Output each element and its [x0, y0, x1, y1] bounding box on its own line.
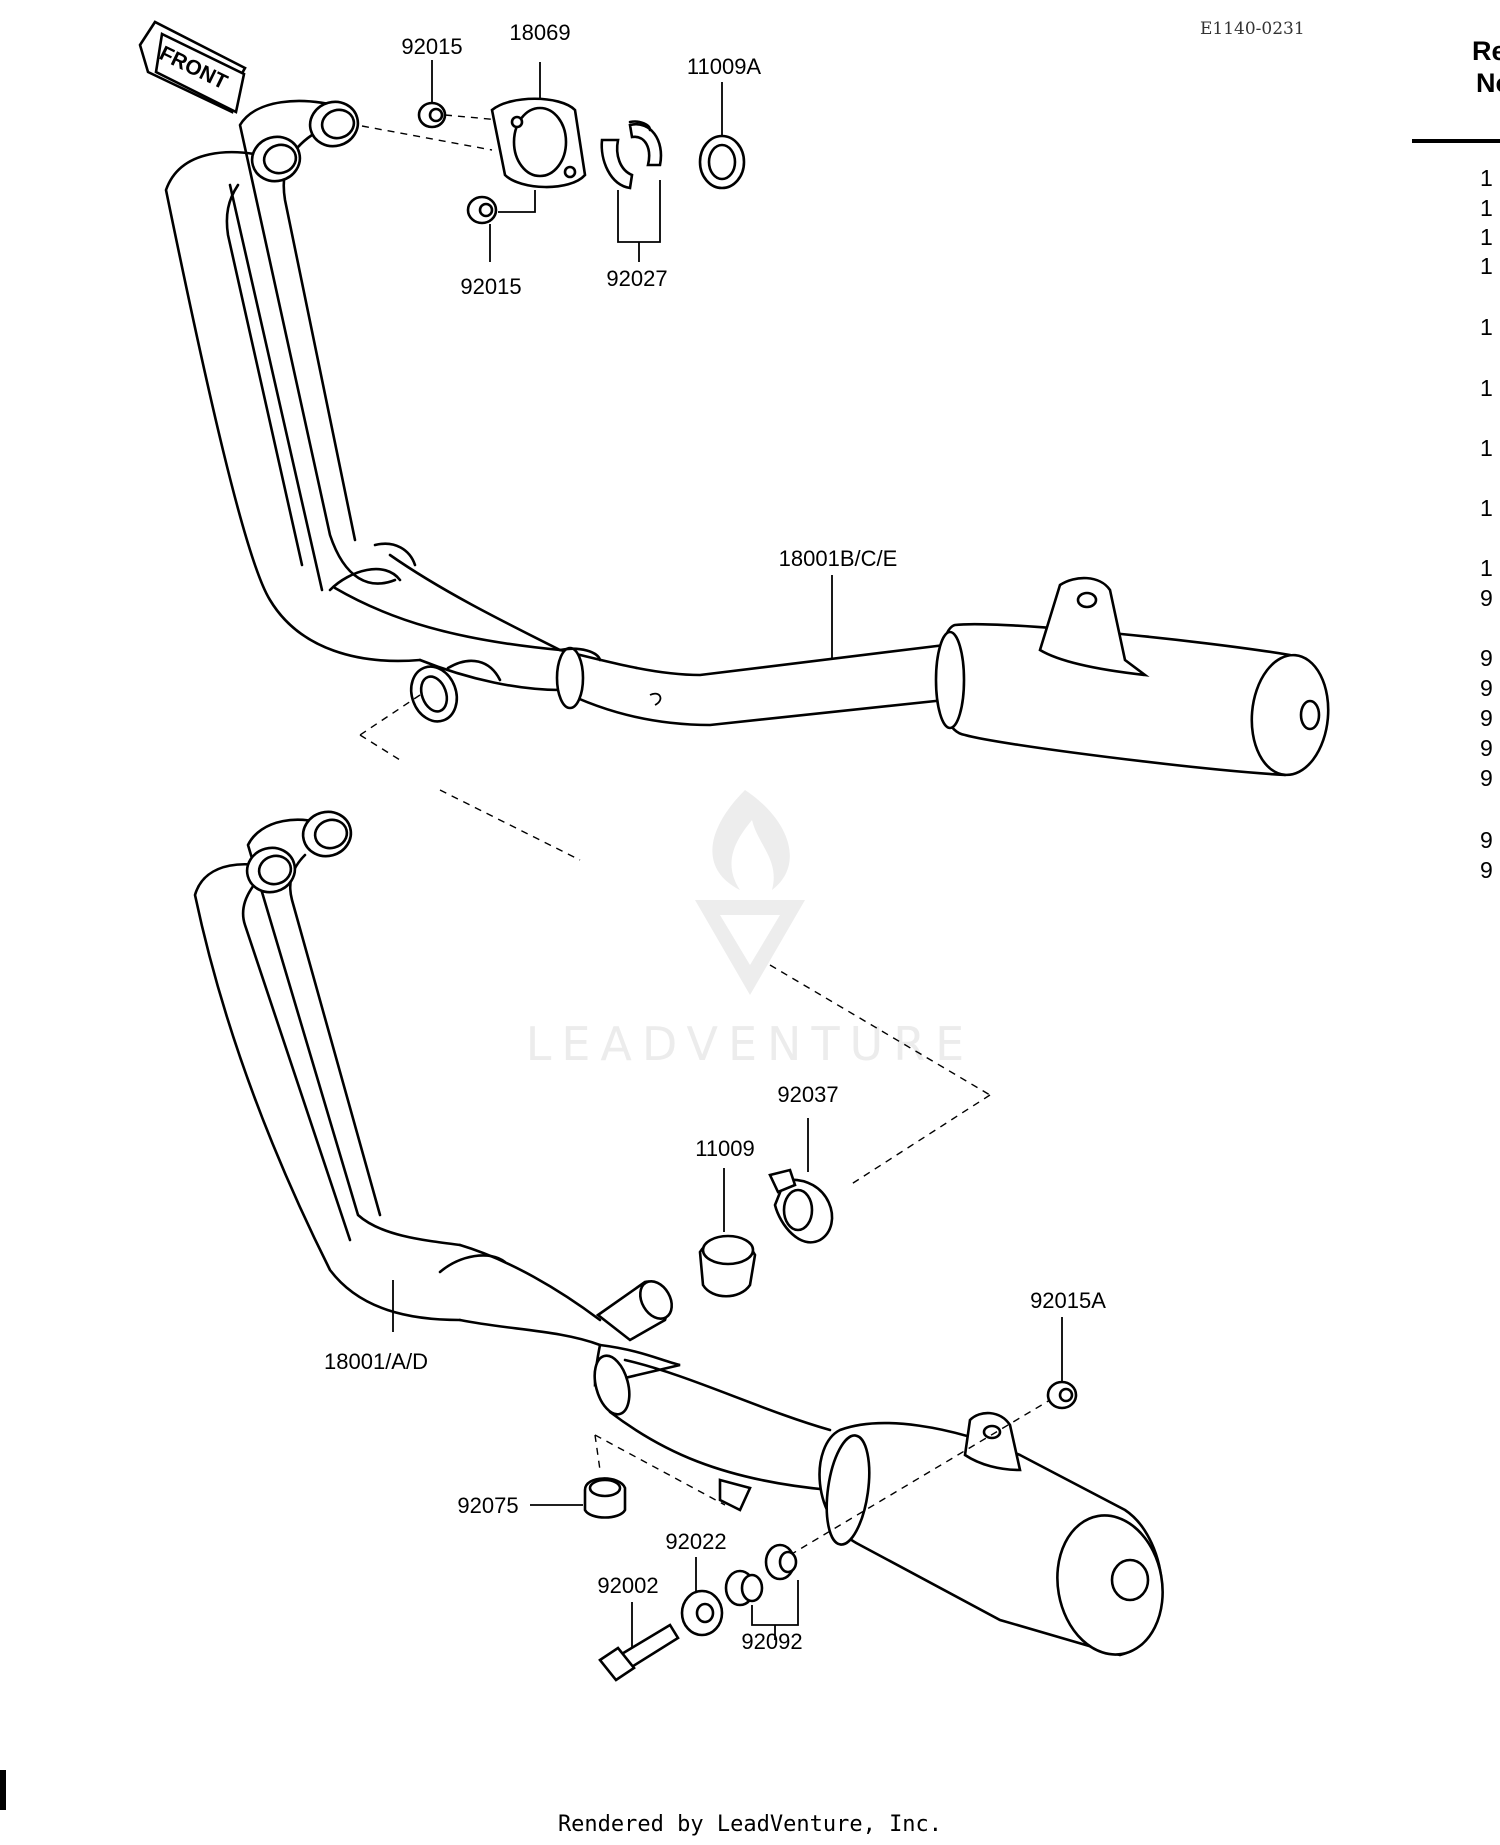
leadventure-watermark: LEADVENTURE — [526, 790, 975, 1071]
footer-credit: Rendered by LeadVenture, Inc. — [558, 1812, 942, 1837]
ref-row-number: 9 — [1480, 735, 1493, 761]
ref-row-number: 9 — [1480, 857, 1493, 883]
callout-92092: 92092 — [741, 1629, 802, 1654]
callout-11009: 11009 — [695, 1136, 755, 1161]
upper-exhaust-assembly — [164, 99, 1330, 861]
callout-92015-top: 92015 — [401, 34, 462, 59]
callout-92002: 92002 — [597, 1573, 658, 1598]
ref-rows: 1 1 1 1 1 1 1 1 1 9 9 9 9 9 9 9 9 — [1480, 165, 1493, 883]
callout-92015-bottom: 92015 — [460, 274, 521, 299]
ref-row-number: 9 — [1480, 827, 1493, 853]
lower-exhaust-assembly — [193, 810, 1164, 1657]
figure-code: E1140-0231 — [1200, 19, 1305, 39]
callout-11009A: 11009A — [687, 54, 762, 79]
callout-18001AD: 18001/A/D — [324, 1349, 428, 1374]
ref-row-number: 9 — [1480, 675, 1493, 701]
ref-row-number: 1 — [1480, 253, 1493, 279]
ref-row-number: 9 — [1480, 705, 1493, 731]
ref-row-number: 1 — [1480, 195, 1493, 221]
callout-92027: 92027 — [606, 266, 667, 291]
ref-row-number: 1 — [1480, 314, 1493, 340]
ref-row-number: 9 — [1480, 645, 1493, 671]
ref-row-number: 1 — [1480, 224, 1493, 250]
page-edge-mark — [0, 1770, 6, 1810]
callout-18069: 18069 — [509, 20, 570, 45]
ref-row-number: 1 — [1480, 495, 1493, 521]
callout-92022: 92022 — [665, 1529, 726, 1554]
front-arrow: FRONT — [138, 20, 247, 114]
callout-labels: 92015 18069 11009A 92015 92027 18001B/C/… — [324, 20, 1106, 1654]
ref-row-number: 1 — [1480, 435, 1493, 461]
ref-row-number: 1 — [1480, 375, 1493, 401]
ref-header-line2: No — [1476, 68, 1500, 98]
ref-row-number: 1 — [1480, 165, 1493, 191]
reference-table: Re No 1 1 1 1 1 1 1 1 1 9 9 9 9 9 9 9 9 — [1412, 36, 1500, 883]
callout-18001BCE: 18001B/C/E — [779, 546, 898, 571]
ref-row-number: 9 — [1480, 765, 1493, 791]
lower-hardware — [530, 1118, 1078, 1682]
ref-header-line1: Re — [1472, 36, 1500, 66]
callout-92075: 92075 — [457, 1493, 518, 1518]
callout-92037: 92037 — [777, 1082, 838, 1107]
watermark-text: LEADVENTURE — [526, 1017, 975, 1071]
ref-row-number: 1 — [1480, 555, 1493, 581]
callout-92015A: 92015A — [1030, 1288, 1106, 1313]
upper-hardware — [417, 60, 833, 658]
ref-row-number: 9 — [1480, 585, 1493, 611]
